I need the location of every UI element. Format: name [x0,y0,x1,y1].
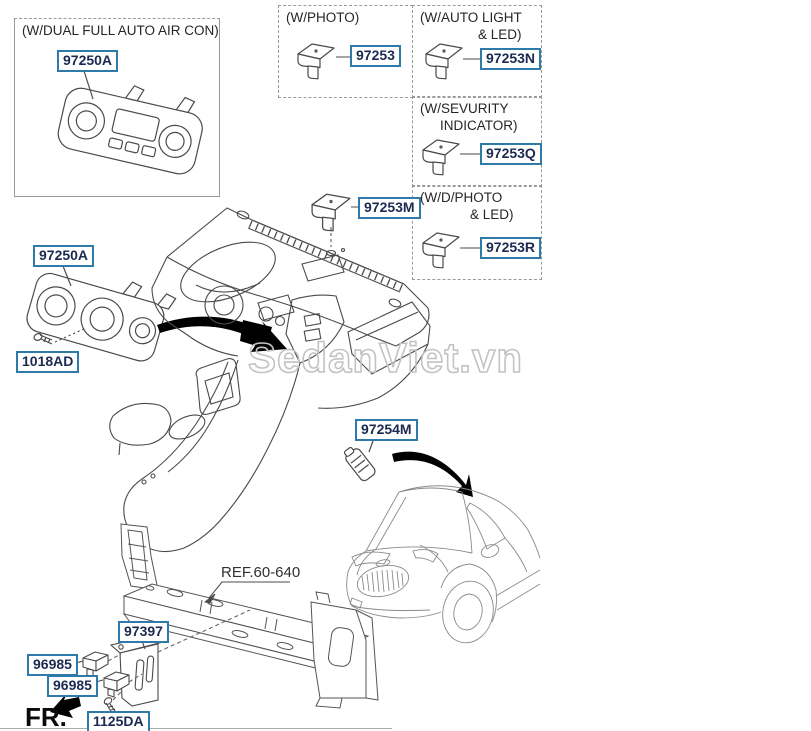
option-box-caption: (W/D/PHOTO & LED) [420,190,514,222]
part-label-97254M[interactable]: 97254M [355,419,418,441]
part-label-1018AD[interactable]: 1018AD [16,351,80,373]
fr-direction-label: FR. [25,702,67,731]
install-arrow-1 [157,316,287,352]
screw-1018ad-icon [33,333,53,345]
radiator-support-drawing [120,523,379,709]
manual-heater-control-drawing [26,265,177,362]
screw-1125da-icon [103,697,118,716]
part-label-97250A-manual[interactable]: 97250A [33,245,95,267]
option-box-caption: (W/AUTO LIGHT & LED) [420,10,522,42]
part-label-97250A-auto[interactable]: 97250A [57,50,119,72]
part-label-97253[interactable]: 97253 [350,45,401,67]
option-box-dual-full-auto-air-con: (W/DUAL FULL AUTO AIR CON) [14,18,220,197]
part-label-97253R[interactable]: 97253R [480,237,542,259]
watermark: SedanViet.vn [247,333,523,382]
dashboard-drawing [109,207,431,553]
part-label-1125DA[interactable]: 1125DA [87,711,150,731]
ambient-sensor-1-icon [82,651,109,678]
auto-defog-sensor-drawing [343,437,376,482]
option-box-security-indicator: (W/SEVURITY INDICATOR) [412,96,542,187]
part-label-97397[interactable]: 97397 [118,621,169,643]
install-arrow-2 [392,451,473,497]
main-photo-sensor-icon [311,193,351,232]
option-box-caption: (W/SEVURITY INDICATOR) [420,101,518,133]
option-box-caption: (W/PHOTO) [286,10,360,25]
part-label-97253N[interactable]: 97253N [480,48,542,70]
auto-heater-control-drawing [57,70,203,175]
option-box-auto-light-led: (W/AUTO LIGHT & LED) [412,5,542,98]
option-box-d-photo-led: (W/D/PHOTO & LED) [412,185,542,280]
car-drawing [346,485,541,644]
option-box-caption: (W/DUAL FULL AUTO AIR CON) [22,23,219,38]
ref-60-640-label: REF.60-640 [221,564,301,581]
part-label-97253M[interactable]: 97253M [358,197,421,219]
part-label-97253Q[interactable]: 97253Q [480,143,542,165]
ref-leader [203,581,290,604]
part-label-96985-1[interactable]: 96985 [27,654,78,676]
fr-arrow [50,693,81,718]
part-label-96985-2[interactable]: 96985 [47,675,98,697]
